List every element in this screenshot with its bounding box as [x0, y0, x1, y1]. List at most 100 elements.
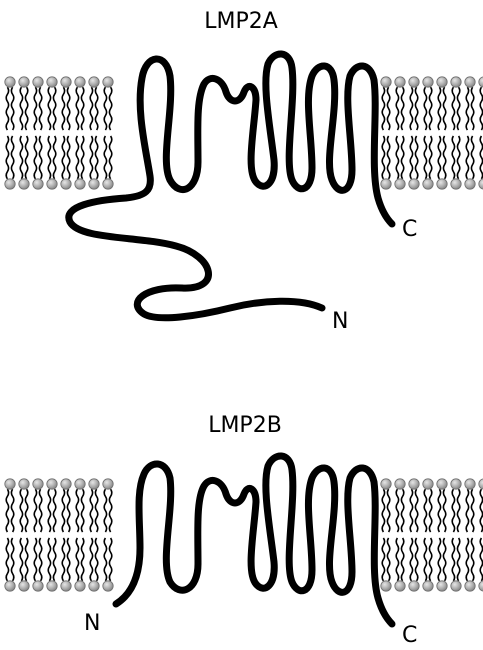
lipid-tail	[401, 136, 403, 179]
lipid-tail	[480, 489, 482, 532]
lipid-tail	[104, 136, 106, 179]
lipid-tail	[415, 538, 417, 581]
panel-title-lmp2a: LMP2A	[204, 9, 278, 34]
lipid-tail	[396, 489, 398, 532]
lipid-head	[89, 179, 99, 189]
lipid-tail	[387, 136, 389, 179]
lipid-head	[103, 179, 113, 189]
lipid-tail	[382, 87, 384, 130]
lipid-head	[437, 479, 447, 489]
lipid-tail	[109, 87, 111, 130]
lipid-tail	[109, 136, 111, 179]
lipid-head	[61, 581, 71, 591]
lipid-tail	[20, 538, 22, 581]
lipid-tail	[62, 87, 64, 130]
lipid-head	[33, 77, 43, 87]
lipid-head	[395, 179, 405, 189]
lipid-tail	[62, 489, 64, 532]
panel-title-lmp2b: LMP2B	[208, 413, 282, 438]
lipid-tail	[48, 87, 50, 130]
lipid-head	[451, 179, 461, 189]
lipid-head	[395, 77, 405, 87]
lipid-head	[103, 479, 113, 489]
lipid-tail	[457, 136, 459, 179]
lipid-head	[5, 77, 15, 87]
lipid-tail	[452, 87, 454, 130]
lipid-tail	[48, 136, 50, 179]
lipid-head	[381, 77, 391, 87]
panel-lmp2b: LMP2B N C	[5, 413, 483, 648]
lipid-tail	[471, 136, 473, 179]
lipid-tail	[401, 538, 403, 581]
lipid-head	[479, 479, 483, 489]
lipid-head	[423, 77, 433, 87]
lipid-head	[75, 77, 85, 87]
lipid-tail	[438, 489, 440, 532]
lipid-tail	[104, 538, 106, 581]
lipid-tail	[34, 136, 36, 179]
lipid-head	[61, 77, 71, 87]
lipid-tail	[452, 538, 454, 581]
lipid-tail	[20, 489, 22, 532]
lipid-tail	[457, 489, 459, 532]
lipid-head	[437, 77, 447, 87]
lipid-tail	[39, 489, 41, 532]
membrane-left-lmp2b	[5, 479, 113, 591]
lipid-tail	[20, 136, 22, 179]
lipid-head	[103, 77, 113, 87]
lipid-tail	[95, 87, 97, 130]
lipid-tail	[424, 136, 426, 179]
lipid-tail	[424, 538, 426, 581]
c-terminus-label-lmp2a: C	[402, 217, 417, 242]
lipid-head	[33, 179, 43, 189]
lipid-tail	[438, 136, 440, 179]
lipid-head	[409, 479, 419, 489]
lipid-tail	[452, 489, 454, 532]
lipid-tail	[67, 136, 69, 179]
lipid-tail	[25, 489, 27, 532]
lipid-tail	[25, 87, 27, 130]
lipid-tail	[429, 136, 431, 179]
lipid-tail	[81, 136, 83, 179]
lipid-head	[409, 179, 419, 189]
lipid-tail	[76, 87, 78, 130]
lipid-tail	[452, 136, 454, 179]
lipid-tail	[382, 538, 384, 581]
lipid-head	[5, 479, 15, 489]
lipid-tail	[39, 87, 41, 130]
lipid-tail	[6, 538, 8, 581]
membrane-right-lmp2a	[381, 77, 483, 189]
lipid-tail	[396, 136, 398, 179]
lipid-tail	[457, 87, 459, 130]
lipid-head	[409, 581, 419, 591]
lipid-tail	[415, 489, 417, 532]
lipid-head	[33, 581, 43, 591]
lipid-tail	[34, 538, 36, 581]
lipid-tail	[53, 538, 55, 581]
lipid-tail	[25, 136, 27, 179]
lipid-tail	[443, 489, 445, 532]
lipid-tail	[410, 538, 412, 581]
lipid-tail	[34, 87, 36, 130]
lipid-tail	[480, 538, 482, 581]
lipid-head	[61, 479, 71, 489]
lipid-tail	[401, 87, 403, 130]
lipid-tail	[109, 489, 111, 532]
lipid-tail	[104, 489, 106, 532]
lipid-tail	[6, 136, 8, 179]
lipid-tail	[471, 538, 473, 581]
lipid-tail	[53, 136, 55, 179]
lipid-tail	[11, 489, 13, 532]
lipid-tail	[76, 136, 78, 179]
lipid-head	[451, 581, 461, 591]
protein-chain-lmp2a	[69, 54, 392, 318]
lipid-tail	[387, 538, 389, 581]
lipid-tail	[466, 538, 468, 581]
lipid-head	[409, 77, 419, 87]
lipid-tail	[11, 538, 13, 581]
lipid-tail	[11, 87, 13, 130]
lipid-tail	[382, 489, 384, 532]
lipid-tail	[466, 136, 468, 179]
panel-lmp2a: LMP2A N C	[5, 9, 483, 334]
